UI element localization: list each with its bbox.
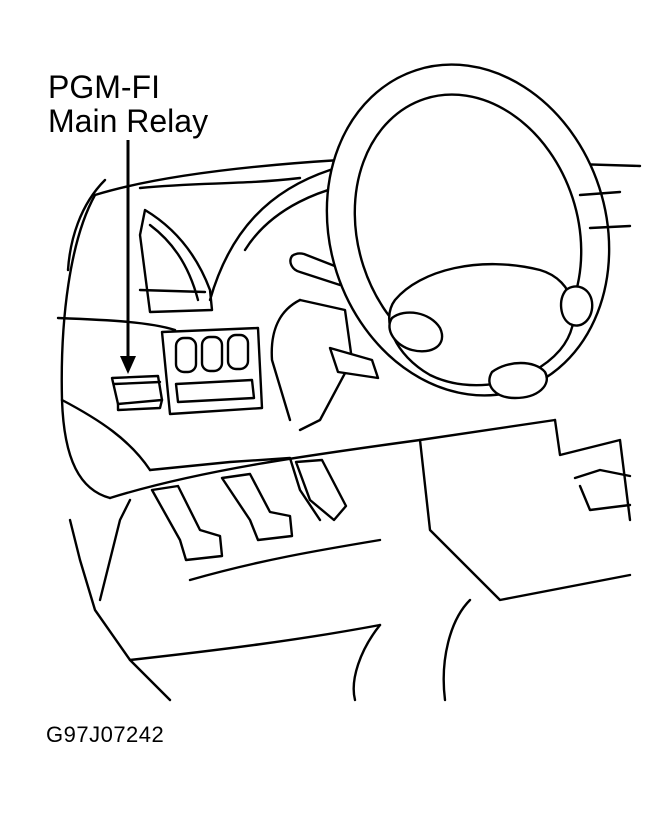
floor-diag — [188, 538, 382, 582]
callout-line-2: Main Relay — [48, 103, 209, 139]
left-vent-inner — [148, 223, 200, 302]
callout-arrowhead — [120, 356, 136, 374]
steering-wheel-hub — [388, 263, 576, 387]
steering-wheel-hole-bottom — [488, 361, 548, 400]
switch-panel-slot — [174, 378, 256, 404]
floor-line-2 — [98, 498, 132, 602]
switch-1 — [174, 336, 198, 374]
steering-wheel-hole-left — [388, 311, 444, 353]
console-box — [573, 468, 632, 512]
floor-line-1 — [128, 623, 382, 662]
main-relay — [110, 374, 164, 406]
dash-right-upper — [578, 190, 632, 230]
floor-tunnel — [352, 598, 472, 702]
vent-lip — [138, 288, 207, 294]
callout-line-1: PGM-FI — [48, 69, 160, 105]
switch-2 — [200, 335, 224, 373]
pedal-left — [150, 484, 224, 562]
component-callout-label: PGM-FI Main Relay — [48, 70, 208, 138]
main-relay-top — [112, 380, 162, 386]
pedal-center — [220, 472, 294, 542]
switch-3 — [226, 333, 250, 371]
dashboard-left-outline — [60, 193, 112, 500]
door-pillar-curve — [66, 178, 107, 272]
column-lower — [270, 298, 302, 422]
dash-left-panel — [56, 316, 177, 332]
pedal-right — [294, 458, 348, 522]
steering-wheel-hole-right — [559, 285, 594, 327]
dash-left-lower — [60, 398, 152, 472]
figure-code: G97J07242 — [46, 722, 165, 747]
left-vent — [138, 208, 214, 314]
dash-right-lower — [553, 418, 632, 522]
combination-switch — [328, 346, 380, 380]
dash-lower-edge — [108, 418, 557, 500]
floor-left-kick — [68, 518, 172, 702]
dashboard-upper-line — [138, 176, 302, 190]
main-relay-base — [116, 398, 164, 412]
center-console — [418, 438, 632, 602]
knee-panel — [148, 456, 322, 522]
